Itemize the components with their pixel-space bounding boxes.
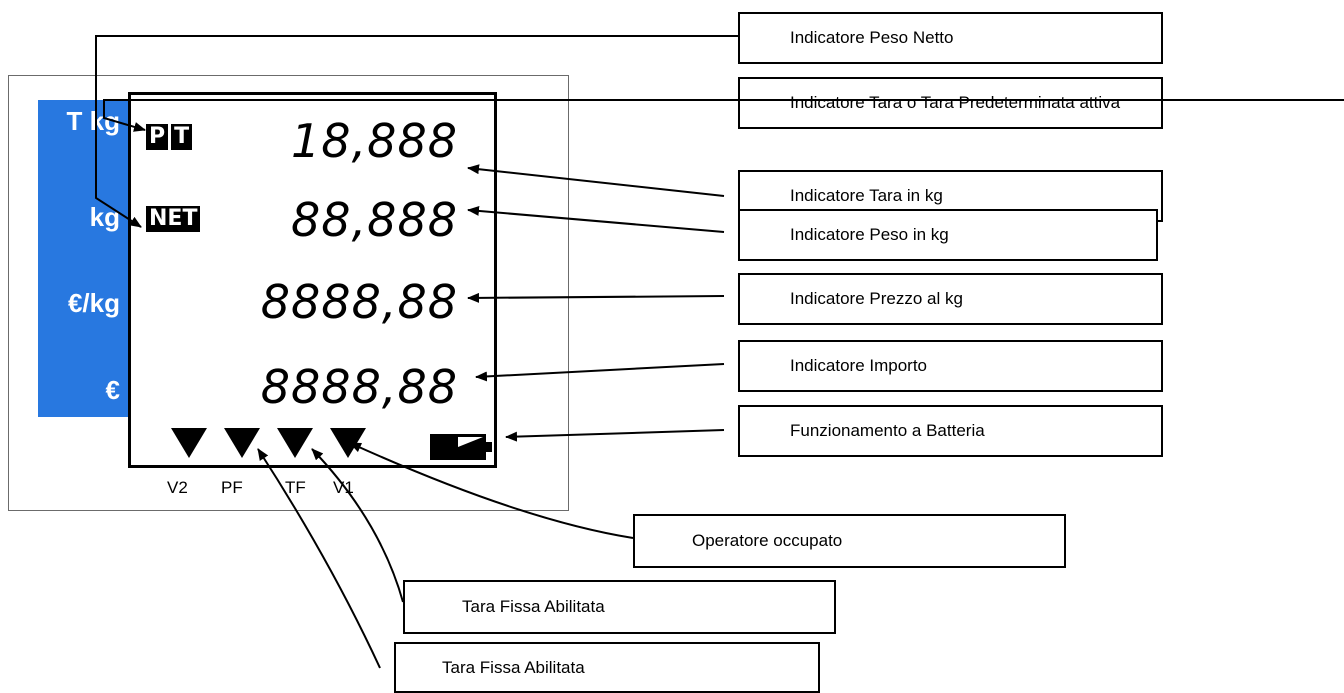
unit-label-weight: kg — [89, 202, 120, 232]
leader-operatore — [349, 442, 634, 539]
callout-tara-fissa-2: Tara Fissa Abilitata — [394, 642, 820, 693]
leader-peso-netto — [95, 35, 738, 228]
callout-batteria-text: Funzionamento a Batteria — [790, 421, 985, 440]
callout-tara-attiva-text: Indicatore Tara o Tara Predeterminata at… — [790, 93, 1121, 112]
callout-operatore: Operatore occupato — [633, 514, 1066, 568]
device-frame — [8, 75, 569, 511]
callout-operatore-text: Operatore occupato — [692, 531, 843, 550]
triangle-down-icon — [224, 428, 260, 458]
unit-panel: T kg kg €/kg € — [38, 100, 138, 417]
leader-peso-kg — [467, 205, 725, 233]
unit-label-price: €/kg — [67, 288, 120, 318]
callout-importo: Indicatore Importo — [738, 340, 1163, 392]
triangle-down-icon — [277, 428, 313, 458]
price-readout: 8888,88 — [260, 275, 458, 329]
pt-badge-p: P — [146, 124, 169, 150]
indicator-label-pf: PF — [221, 478, 243, 497]
net-badge: NET — [146, 206, 203, 232]
unit-label-amount: € — [105, 375, 120, 405]
indicator-label-v2: V2 — [167, 478, 188, 497]
leader-tara-fissa-2 — [257, 448, 381, 669]
callout-prezzo-kg: Indicatore Prezzo al kg — [738, 273, 1163, 325]
callout-peso-kg: Indicatore Peso in kg — [738, 209, 1158, 261]
callout-batteria: Funzionamento a Batteria — [738, 405, 1163, 457]
callout-prezzo-kg-text: Indicatore Prezzo al kg — [790, 289, 963, 308]
callout-peso-kg-text: Indicatore Peso in kg — [790, 225, 949, 244]
tare-readout: 18,888 — [291, 114, 458, 168]
leader-tara-kg — [467, 164, 725, 197]
net-badge-text: NET — [146, 206, 201, 232]
callout-tara-fissa-1-text: Tara Fissa Abilitata — [462, 597, 605, 616]
leader-tara-fissa-1 — [311, 448, 404, 603]
weight-readout: 88,888 — [291, 193, 458, 247]
callout-peso-netto-text: Indicatore Peso Netto — [790, 28, 954, 47]
callout-importo-text: Indicatore Importo — [790, 356, 928, 375]
amount-readout: 8888,88 — [260, 360, 458, 414]
indicator-label-tf: TF — [285, 478, 306, 497]
pt-badge-t: T — [171, 124, 193, 150]
leader-batteria — [505, 429, 725, 442]
triangle-down-icon — [171, 428, 207, 458]
callout-peso-netto: Indicatore Peso Netto — [738, 12, 1163, 64]
indicator-triangles — [171, 428, 366, 458]
callout-tara-attiva: Indicatore Tara o Tara Predeterminata at… — [738, 77, 1163, 129]
callout-tara-fissa-1: Tara Fissa Abilitata — [403, 580, 836, 634]
leader-importo — [475, 363, 725, 382]
leader-tara-attiva — [103, 99, 1344, 132]
battery-icon — [430, 434, 492, 460]
callout-tara-kg-text: Indicatore Tara in kg — [790, 186, 943, 205]
leader-prezzo-kg — [467, 292, 725, 303]
triangle-down-icon — [330, 428, 366, 458]
callout-tara-fissa-2-text: Tara Fissa Abilitata — [442, 657, 585, 677]
